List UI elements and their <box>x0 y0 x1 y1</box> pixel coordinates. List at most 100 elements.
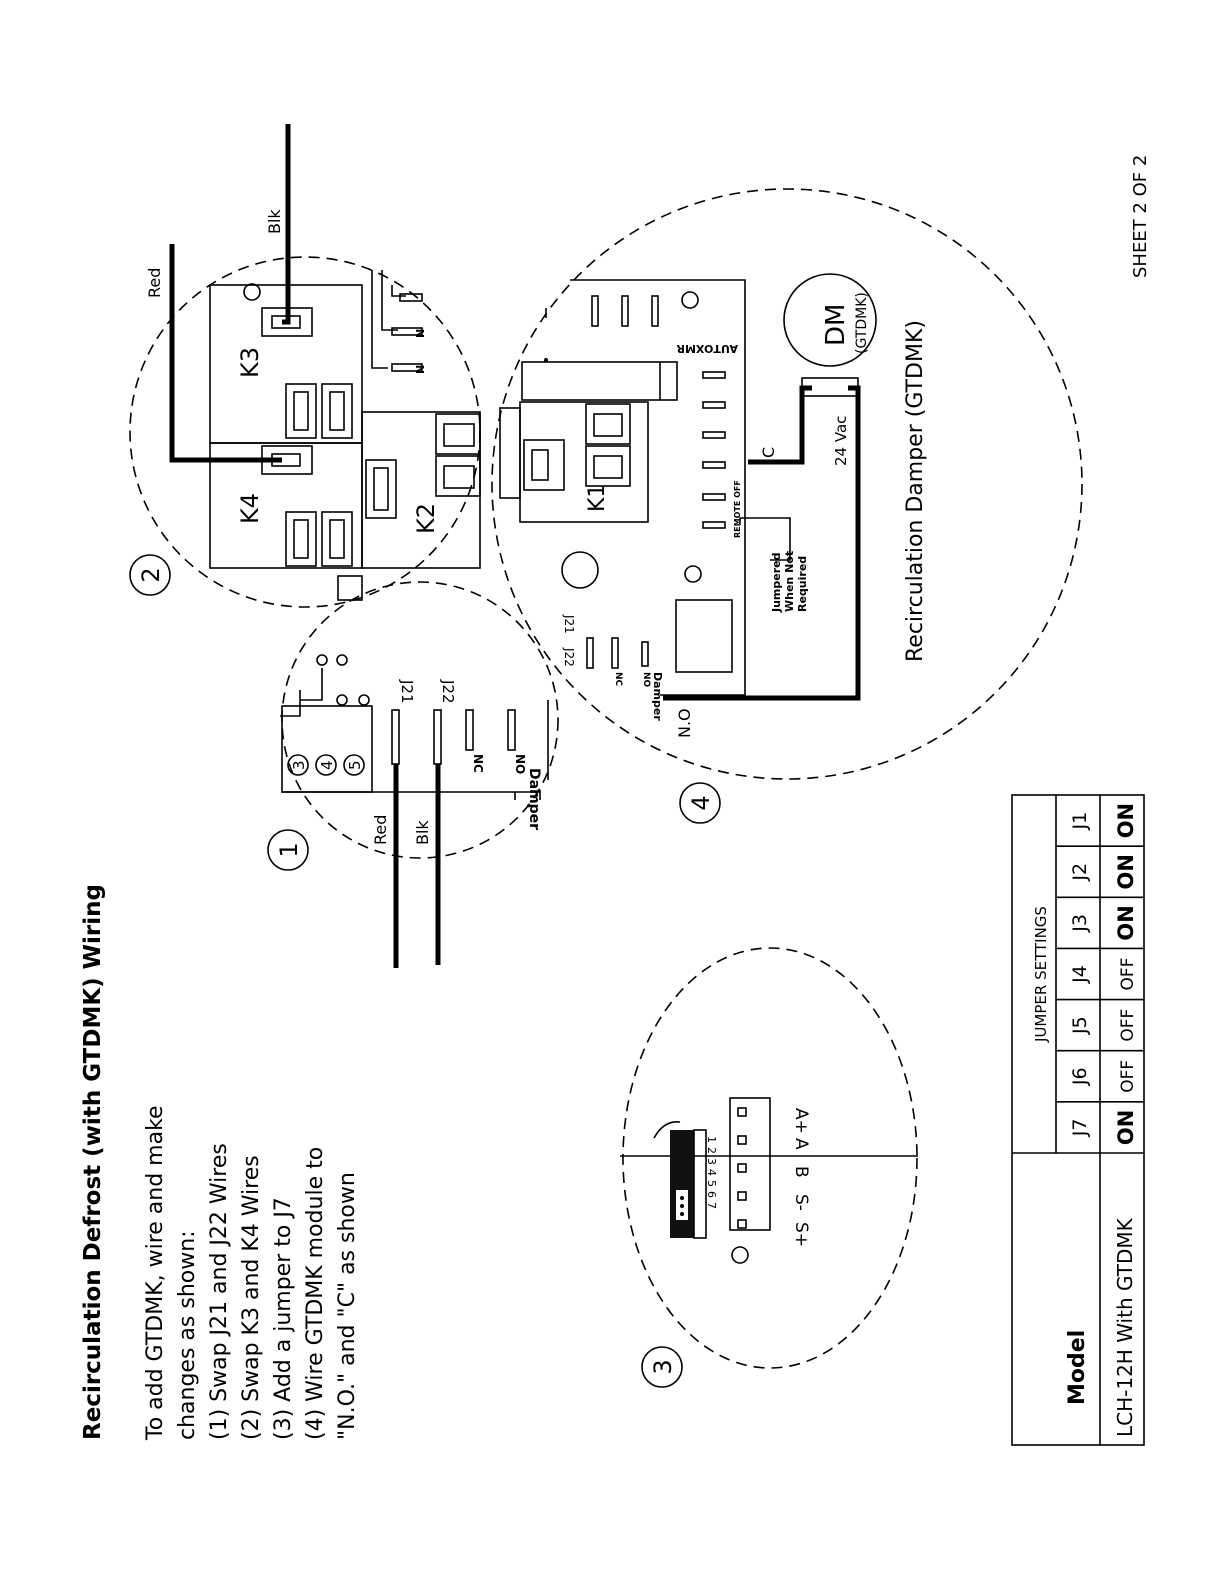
svg-text:1: 1 <box>275 842 303 857</box>
svg-text:When Not: When Not <box>783 551 796 612</box>
svg-text:Required: Required <box>796 556 809 612</box>
terminal-s-minus: S- <box>791 1194 811 1211</box>
pin-no <box>507 709 516 751</box>
red-wire-label: Red <box>371 815 390 845</box>
sensor-connector <box>729 1097 771 1231</box>
detail-1: 3 4 5 J21 J22 NC NO Damper Red Blk <box>280 581 559 968</box>
terminal-5: 5 <box>343 754 365 776</box>
jumper-column-header: J7 <box>1069 1119 1091 1138</box>
pin-nc <box>465 709 474 751</box>
terminal-a: A <box>791 1138 811 1150</box>
n-label: N <box>414 365 427 374</box>
terminal-a-plus: A+ <box>791 1108 811 1134</box>
red-wire-2 <box>169 244 282 463</box>
blk-wire-label: Blk <box>413 820 432 845</box>
no-label: NO <box>641 672 651 688</box>
dm-label: DM <box>821 304 851 346</box>
terminal-b: B <box>791 1166 811 1178</box>
model-cell: LCH-12H With GTDMK <box>1113 1217 1137 1437</box>
nc-label: NC <box>471 754 485 773</box>
terminal-block <box>281 705 373 793</box>
jumper-setting-cell: OFF <box>1118 1060 1138 1093</box>
c-wire <box>748 385 812 465</box>
detail-4: K1 AUTOXMR REMOTE OFF Jumpered When Not … <box>491 188 1083 780</box>
instruction-line: changes as shown: <box>175 1230 200 1440</box>
jumper-setting-cell: OFF <box>1118 1009 1138 1042</box>
callout-2: 2 <box>129 554 171 596</box>
jumper-column-header: J2 <box>1069 863 1091 882</box>
jumper-pin-numbers: 1234567 <box>705 1136 718 1213</box>
k1-label: K1 <box>585 484 610 512</box>
jumper-column-header: J5 <box>1069 1016 1091 1035</box>
blk-wire-label: Blk <box>265 209 284 234</box>
instruction-line: "N.O." and "C" as shown <box>335 1172 360 1440</box>
callout-3: 3 <box>641 1346 683 1388</box>
pin-j21 <box>391 709 400 765</box>
jumper-column-header: J1 <box>1069 812 1091 831</box>
gtdmk-label: (GTDMK) <box>854 292 870 354</box>
relay-k1 <box>519 401 649 523</box>
svg-text:2: 2 <box>137 567 165 582</box>
model-header: Model <box>1065 1330 1090 1405</box>
blk-wire-2 <box>282 124 291 325</box>
relay-k2 <box>361 411 481 569</box>
j21-label: J21 <box>562 614 576 634</box>
no-wire <box>663 385 861 701</box>
no-terminal-label: N.O <box>675 708 694 738</box>
damper-motor <box>783 273 877 367</box>
detail-3-outline <box>622 947 918 1369</box>
damper-label: Damper <box>526 768 542 830</box>
detail-3: A+ A B S- S+ 1234567 <box>620 947 918 1369</box>
sheet-number: SHEET 2 OF 2 <box>1130 155 1151 278</box>
title-block: Recirculation Defrost (with GTDMK) Wirin… <box>80 884 360 1441</box>
instruction-line: (4) Wire GTDMK module to <box>303 1147 328 1440</box>
callout-1: 1 <box>267 829 309 871</box>
j22-label: J22 <box>439 679 457 704</box>
svg-text:5: 5 <box>346 760 364 770</box>
autoxmr-label: AUTOXMR <box>676 342 738 355</box>
terminal-s-plus: S+ <box>791 1222 811 1247</box>
no-label: NO <box>513 754 527 774</box>
svg-text:3: 3 <box>649 1359 677 1374</box>
instruction-list: To add GTDMK, wire and make changes as s… <box>143 1105 360 1441</box>
detail-1-outline <box>281 581 559 859</box>
svg-text:Jumpered: Jumpered <box>770 553 783 613</box>
voltage-label: 24 Vac <box>832 416 850 466</box>
svg-text:4: 4 <box>687 795 715 810</box>
jumpered-note: Jumpered When Not Required <box>770 551 809 613</box>
pin-j22 <box>433 709 442 765</box>
j21-label: J21 <box>398 679 416 704</box>
c-terminal-label: C <box>759 447 778 458</box>
k4-label: K4 <box>236 493 264 524</box>
wire-clamp <box>801 377 859 397</box>
jumper-setting-cell: ON <box>1114 1110 1138 1145</box>
svg-text:4: 4 <box>318 760 336 770</box>
instruction-line: (1) Swap J21 and J22 Wires <box>207 1143 232 1440</box>
k3-label: K3 <box>236 347 264 378</box>
jumper-settings-heading: JUMPER SETTINGS <box>1032 906 1050 1043</box>
instruction-line: To add GTDMK, wire and make <box>143 1105 168 1441</box>
jumper-block <box>670 1129 707 1239</box>
instruction-line: (3) Add a jumper to J7 <box>271 1197 296 1440</box>
damper-caption: Recirculation Damper (GTDMK) <box>903 320 928 662</box>
instruction-line: (2) Swap K3 and K4 Wires <box>239 1155 264 1440</box>
terminal-4: 4 <box>315 754 337 776</box>
jumper-setting-cell: OFF <box>1118 958 1138 991</box>
svg-text:3: 3 <box>290 760 308 770</box>
jumper-setting-cell: ON <box>1114 905 1138 940</box>
jumper-column-header: J6 <box>1069 1067 1091 1086</box>
callout-4: 4 <box>679 782 721 824</box>
jumper-setting-cell: ON <box>1114 803 1138 838</box>
component-bar <box>521 361 678 401</box>
jumper-column-header: J4 <box>1069 965 1091 984</box>
jumper-setting-cell: ON <box>1114 854 1138 889</box>
detail-4-outline <box>491 188 1083 780</box>
red-wire-label: Red <box>145 268 164 298</box>
page-title: Recirculation Defrost (with GTDMK) Wirin… <box>80 884 106 1440</box>
detail-2: K3 K4 K2 N N Red Blk <box>129 124 481 608</box>
control-board <box>570 279 746 696</box>
damper-label: Damper <box>651 672 664 721</box>
